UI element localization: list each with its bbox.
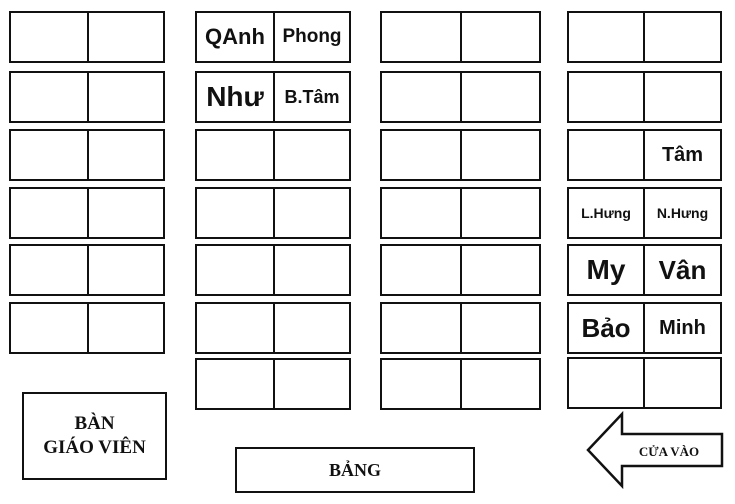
board: BẢNG bbox=[235, 447, 475, 493]
desk-c3-r5 bbox=[380, 244, 541, 296]
desk-c3-r7 bbox=[380, 358, 541, 410]
seat-left bbox=[382, 131, 462, 179]
desk-c4-r4: L.Hưng N.Hưng bbox=[567, 187, 722, 239]
seat-left bbox=[11, 131, 89, 179]
seat-right bbox=[462, 189, 539, 237]
seat-left bbox=[382, 304, 462, 352]
seat-left: My bbox=[569, 246, 645, 294]
desk-c1-r4 bbox=[9, 187, 165, 239]
seat-right bbox=[89, 131, 163, 179]
door-arrow-icon bbox=[586, 410, 724, 490]
desk-c4-r2 bbox=[567, 71, 722, 123]
seat-left bbox=[197, 189, 275, 237]
seat-right bbox=[275, 360, 349, 408]
seat-right bbox=[462, 73, 539, 121]
seat-left bbox=[197, 246, 275, 294]
door-label-text: CỬA VÀO bbox=[638, 444, 700, 459]
desk-c3-r4 bbox=[380, 187, 541, 239]
desk-c2-r6 bbox=[195, 302, 351, 354]
seat-right bbox=[89, 246, 163, 294]
seat-left bbox=[197, 131, 275, 179]
desk-c3-r1 bbox=[380, 11, 541, 63]
desk-c1-r1 bbox=[9, 11, 165, 63]
seat-left: Bảo bbox=[569, 304, 645, 352]
seat-left: L.Hưng bbox=[569, 189, 645, 237]
seat-right bbox=[462, 246, 539, 294]
seat-right bbox=[462, 131, 539, 179]
seat-right: N.Hưng bbox=[656, 205, 709, 221]
seat-right bbox=[275, 246, 349, 294]
seat-left bbox=[11, 189, 89, 237]
desk-c4-r7 bbox=[567, 357, 722, 409]
desk-c1-r6 bbox=[9, 302, 165, 354]
desk-c2-r1: QAnh Phong bbox=[195, 11, 351, 63]
seat-right bbox=[462, 360, 539, 408]
desk-c2-r5 bbox=[195, 244, 351, 296]
seat-right bbox=[645, 73, 720, 121]
desk-c3-r3 bbox=[380, 129, 541, 181]
seat-left bbox=[382, 360, 462, 408]
seat-right bbox=[89, 13, 163, 61]
desk-c4-r6: Bảo Minh bbox=[567, 302, 722, 354]
desk-c2-r4 bbox=[195, 187, 351, 239]
seat-left bbox=[569, 131, 645, 179]
desk-c2-r7 bbox=[195, 358, 351, 410]
seat-right bbox=[645, 359, 720, 407]
seat-left bbox=[382, 189, 462, 237]
desk-c4-r5: My Vân bbox=[567, 244, 722, 296]
seat-left bbox=[11, 13, 89, 61]
seat-right bbox=[89, 189, 163, 237]
seat-left bbox=[382, 246, 462, 294]
seat-right: Vân bbox=[658, 254, 707, 285]
seat-right bbox=[462, 304, 539, 352]
desk-c1-r3 bbox=[9, 129, 165, 181]
seat-right bbox=[275, 131, 349, 179]
seat-left bbox=[11, 246, 89, 294]
seat-left bbox=[11, 304, 89, 352]
seat-right bbox=[275, 189, 349, 237]
seat-left bbox=[197, 304, 275, 352]
seat-right bbox=[89, 304, 163, 352]
seat-right: B.Tâm bbox=[284, 86, 340, 107]
seat-left bbox=[382, 13, 462, 61]
seat-right: Minh bbox=[659, 316, 706, 339]
desk-c3-r2 bbox=[380, 71, 541, 123]
desk-c4-r3: Tâm bbox=[567, 129, 722, 181]
seat-right bbox=[645, 13, 720, 61]
seat-left: QAnh bbox=[197, 13, 275, 61]
seat-right bbox=[462, 13, 539, 61]
seat-right bbox=[89, 73, 163, 121]
seat-left bbox=[569, 13, 645, 61]
teacher-desk: BÀN GIÁO VIÊN bbox=[22, 392, 167, 480]
door-label: CỬA VÀO bbox=[622, 440, 716, 464]
seat-left bbox=[11, 73, 89, 121]
board-label: BẢNG bbox=[328, 459, 381, 480]
desk-c1-r2 bbox=[9, 71, 165, 123]
desk-c2-r3 bbox=[195, 129, 351, 181]
seat-left: Như bbox=[197, 73, 275, 121]
desk-c1-r5 bbox=[9, 244, 165, 296]
seat-left bbox=[382, 73, 462, 121]
seat-left bbox=[569, 359, 645, 407]
seat-left bbox=[569, 73, 645, 121]
desk-c4-r1 bbox=[567, 11, 722, 63]
desk-c3-r6 bbox=[380, 302, 541, 354]
seat-right bbox=[275, 304, 349, 352]
desk-c2-r2: Như B.Tâm bbox=[195, 71, 351, 123]
seat-right: Tâm bbox=[661, 143, 704, 166]
seat-left bbox=[197, 360, 275, 408]
teacher-desk-line2: GIÁO VIÊN bbox=[43, 437, 146, 458]
seat-right: Phong bbox=[282, 26, 342, 47]
teacher-desk-line1: BÀN bbox=[74, 413, 115, 434]
